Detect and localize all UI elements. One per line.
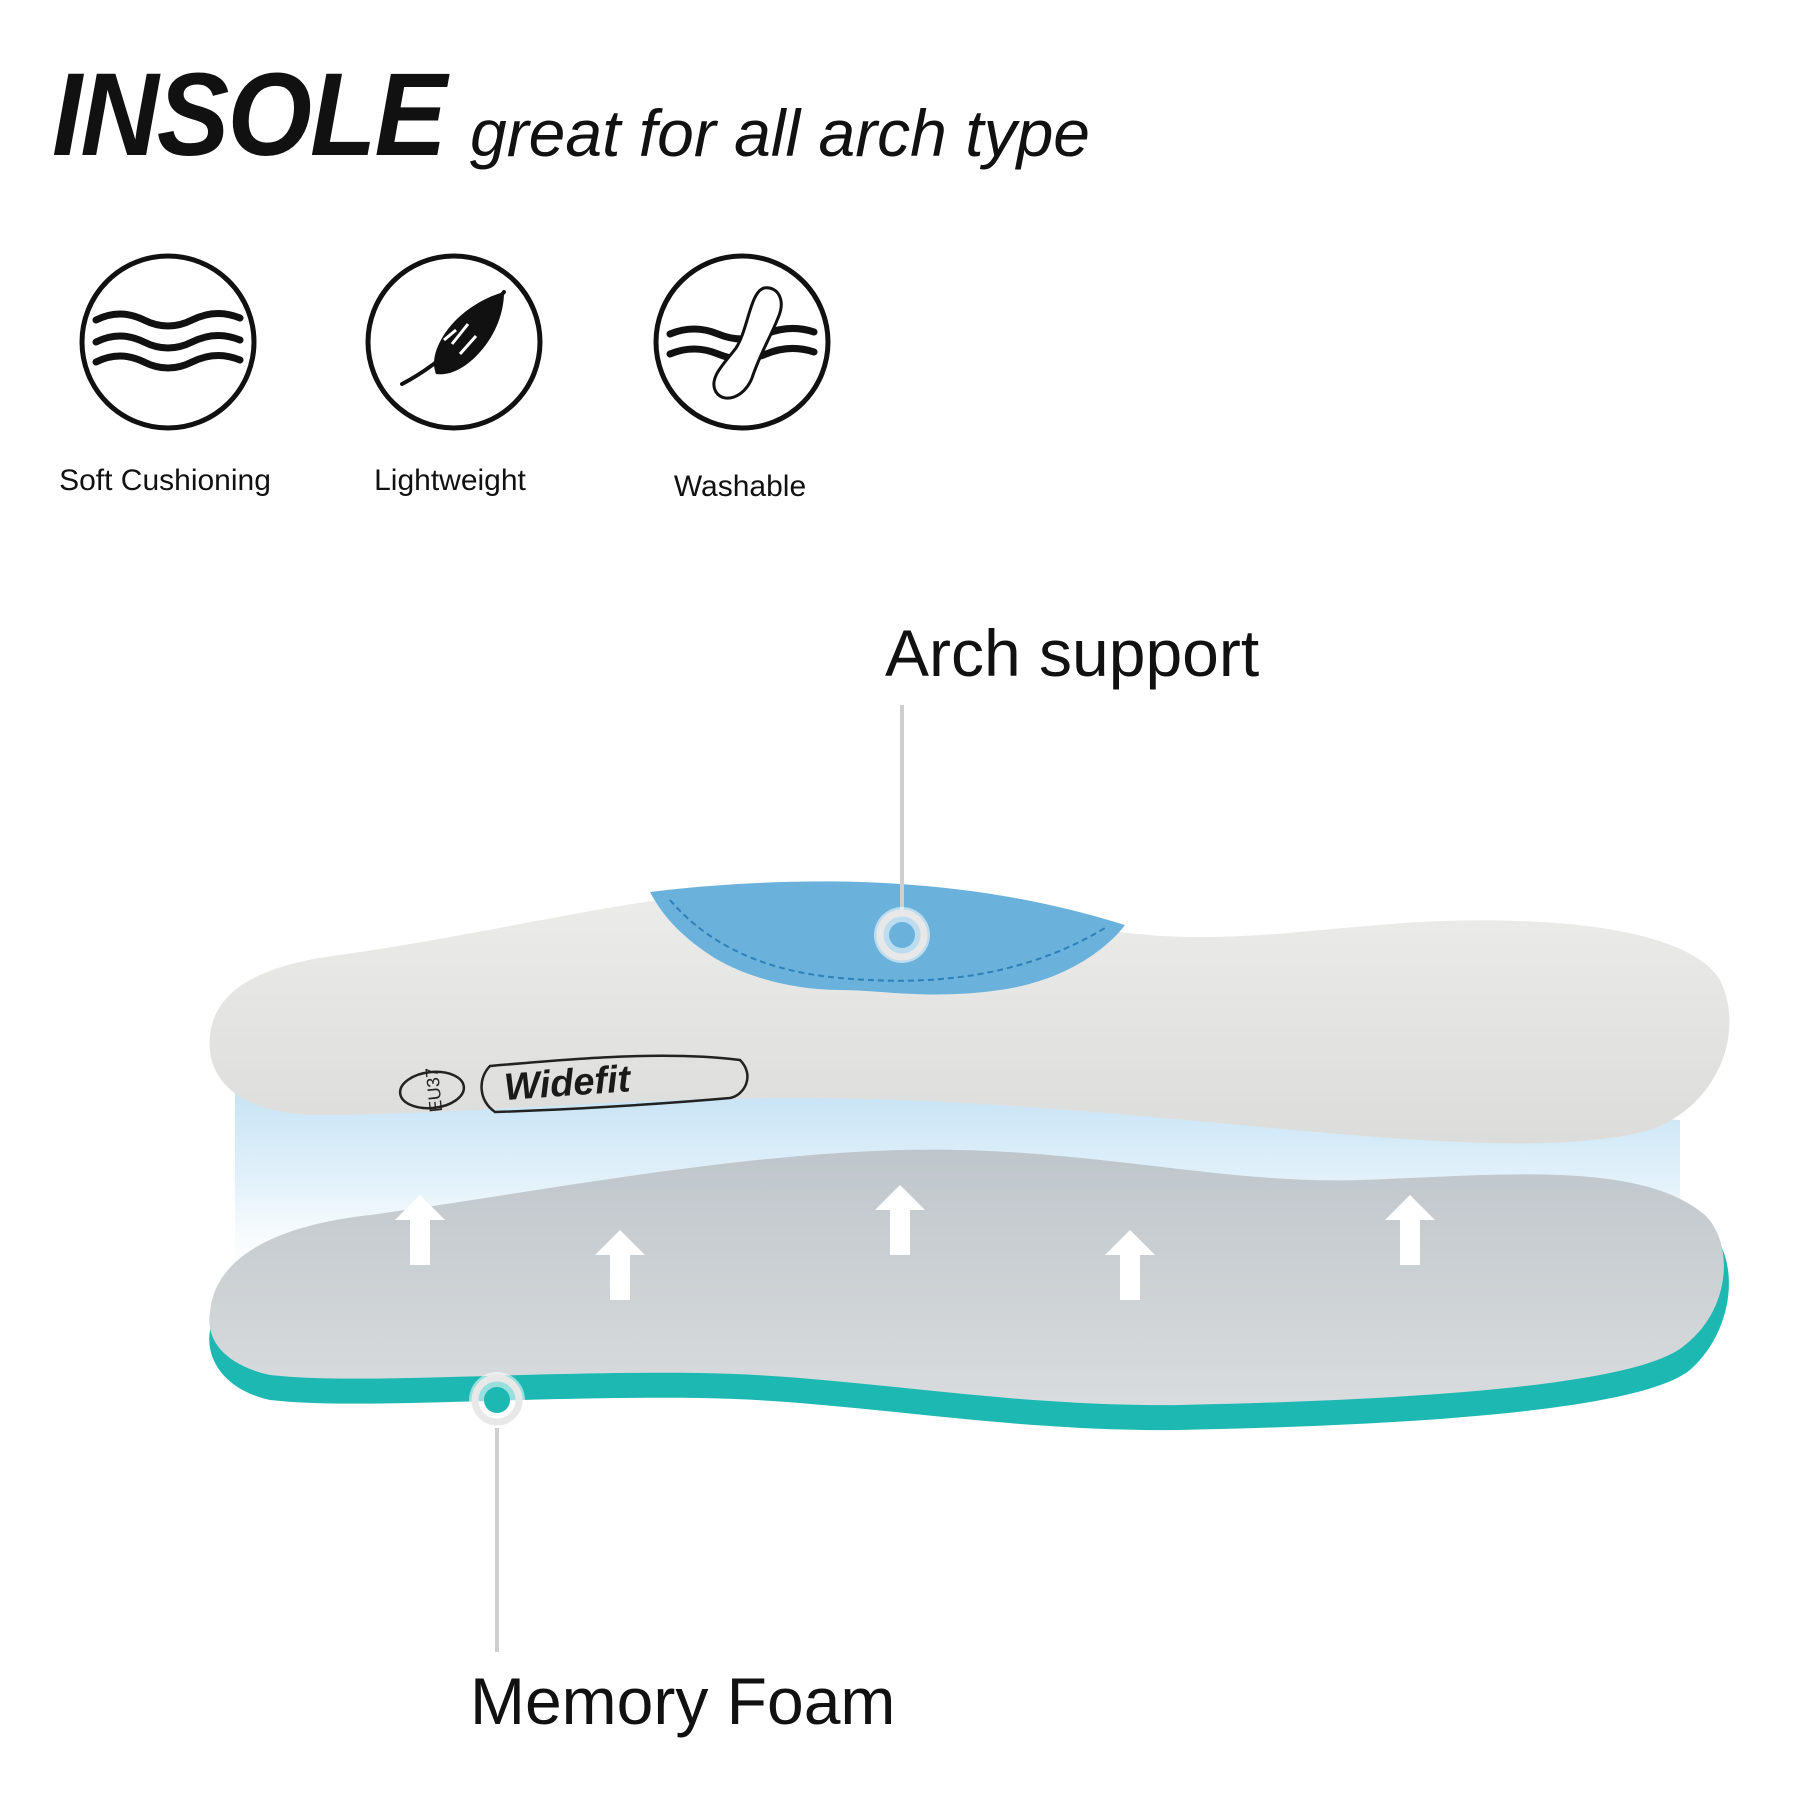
arrow-up-icon-3 [875, 1185, 925, 1255]
feature-label-lightweight: Lightweight [374, 464, 526, 497]
feature-label-soft-cushioning: Soft Cushioning [59, 464, 271, 497]
brand-text: Widefit [503, 1058, 633, 1109]
arrow-up-icon-4 [1105, 1230, 1155, 1300]
arrow-up-icon-2 [595, 1230, 645, 1300]
waves-icon [79, 253, 257, 431]
arrow-up-icon-1 [395, 1195, 445, 1265]
memory-foam-layer [209, 1149, 1724, 1406]
size-mark-ellipse [398, 1070, 466, 1110]
arch-pad-stitching [669, 899, 1106, 982]
page-title: INSOLE [52, 49, 447, 181]
size-mark-text: EU37 [422, 1066, 447, 1113]
top-insole-layer [209, 889, 1730, 1144]
feature-label-washable: Washable [673, 470, 807, 503]
wash-insole-icon [653, 253, 831, 431]
arrow-up-icon-5 [1385, 1195, 1435, 1265]
page-subtitle: great for all arch type [470, 96, 1090, 170]
feather-icon [365, 253, 543, 431]
memory-foam-label: Memory Foam [470, 1664, 896, 1738]
arch-support-label: Arch support [885, 616, 1260, 690]
brand-badge [480, 1054, 749, 1114]
